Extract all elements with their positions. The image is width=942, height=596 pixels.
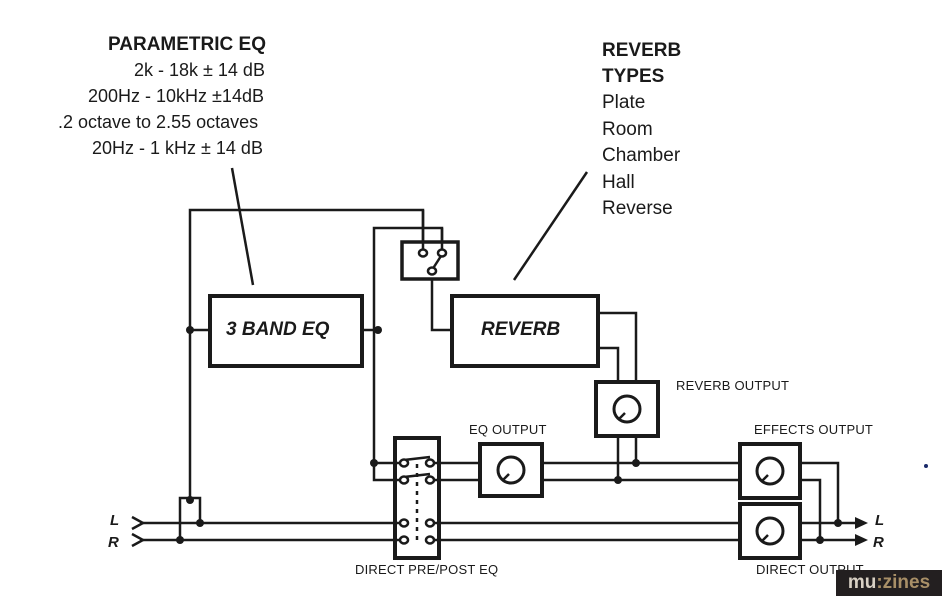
reverb-block bbox=[450, 294, 600, 368]
reverb-type-room: Room bbox=[602, 119, 653, 140]
muzines-watermark: mu:zines bbox=[836, 570, 942, 596]
junction-dot bbox=[370, 459, 378, 467]
eq-output-label: EQ OUTPUT bbox=[469, 422, 547, 437]
eq-spec-q: .2 octave to 2.55 octaves bbox=[58, 112, 259, 132]
watermark-part2: :zines bbox=[876, 572, 931, 593]
pre-post-switch-label: DIRECT PRE/POST EQ bbox=[355, 562, 499, 577]
stray-dot bbox=[924, 464, 928, 468]
reverb-type-chamber: Chamber bbox=[602, 145, 681, 166]
input-r-arrow-icon bbox=[131, 532, 146, 548]
junction-dot bbox=[834, 519, 842, 527]
junction-dot bbox=[196, 519, 204, 527]
output-right-label: R bbox=[873, 534, 884, 551]
input-left-label: L bbox=[110, 512, 120, 529]
output-left-label: L bbox=[875, 512, 885, 529]
junction-dot bbox=[816, 536, 824, 544]
watermark-part1: mu bbox=[847, 572, 877, 593]
wire-effects-out-l bbox=[800, 461, 840, 523]
effects-output-label: EFFECTS OUTPUT bbox=[754, 422, 874, 437]
eq-output-knob[interactable] bbox=[478, 442, 544, 498]
input-tap bbox=[178, 496, 202, 540]
reverb-types-title-line1: REVERB bbox=[602, 40, 682, 61]
reverb-types-title-line2: TYPES bbox=[602, 66, 665, 87]
junction-dot bbox=[176, 536, 184, 544]
eq-spec-high: 2k - 18k ± 14 dB bbox=[134, 60, 265, 80]
junction-dot bbox=[374, 326, 382, 334]
junction-dot bbox=[632, 459, 640, 467]
direct-output-knob[interactable] bbox=[738, 502, 802, 560]
effects-output-knob[interactable] bbox=[738, 442, 802, 500]
reverb-block-label: REVERB bbox=[481, 319, 561, 340]
junction-dot bbox=[614, 476, 622, 484]
input-l-arrow-icon bbox=[131, 515, 146, 531]
wire-effects-out-r bbox=[800, 478, 822, 540]
reverb-callout-line bbox=[512, 171, 589, 281]
reverb-type-hall: Hall bbox=[602, 172, 635, 193]
eq-block bbox=[208, 294, 364, 368]
junction-dot bbox=[186, 326, 194, 334]
wire-switch-to-reverb bbox=[430, 270, 452, 332]
eq-spec-mid: 200Hz - 10kHz ±14dB bbox=[88, 86, 264, 106]
output-l-arrow-icon bbox=[855, 517, 868, 529]
output-r-arrow-icon bbox=[855, 534, 868, 546]
wire-reverb-out-r bbox=[598, 346, 620, 382]
reverb-type-reverse: Reverse bbox=[602, 198, 673, 219]
wire-eq-r-in bbox=[372, 463, 398, 482]
junction-dot bbox=[186, 496, 194, 504]
eq-spec-low: 20Hz - 1 kHz ± 14 dB bbox=[92, 138, 263, 158]
eq-block-label: 3 BAND EQ bbox=[226, 319, 330, 340]
eq-callout-line bbox=[230, 167, 255, 286]
reverb-type-plate: Plate bbox=[602, 92, 646, 113]
parametric-eq-title: PARAMETRIC EQ bbox=[108, 34, 266, 55]
wire-reverb-out-l bbox=[598, 311, 638, 382]
reverb-output-label: REVERB OUTPUT bbox=[676, 378, 790, 393]
reverb-input-switch bbox=[400, 240, 460, 281]
input-right-label: R bbox=[108, 534, 119, 551]
reverb-output-knob[interactable] bbox=[594, 380, 660, 438]
